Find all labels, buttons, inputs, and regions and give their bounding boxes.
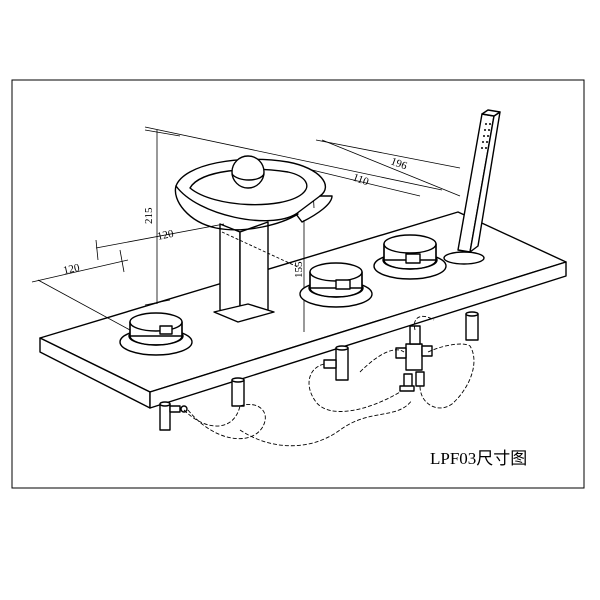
dim-label-155: 155 [293, 261, 305, 278]
middle-control-handle [299, 262, 373, 308]
hoses [183, 316, 475, 447]
spray-holes [481, 123, 491, 149]
dim-label-120-lower: 120 [62, 262, 81, 277]
under-deck-plumbing [159, 311, 479, 431]
drawing-caption: LPF03尺寸图 [430, 449, 527, 468]
dim-label-110: 110 [351, 172, 371, 189]
dim-label-120-upper: 120 [156, 228, 175, 243]
drawing-frame [11, 79, 585, 489]
waterfall-spout [174, 155, 333, 323]
right-control-handle [373, 234, 447, 280]
left-control-handle [119, 312, 193, 356]
dim-label-196: 196 [389, 156, 409, 173]
deck-plate [39, 211, 567, 409]
hand-shower [443, 109, 501, 265]
dim-label-215: 215 [143, 207, 155, 224]
dimension-lines [31, 126, 461, 332]
